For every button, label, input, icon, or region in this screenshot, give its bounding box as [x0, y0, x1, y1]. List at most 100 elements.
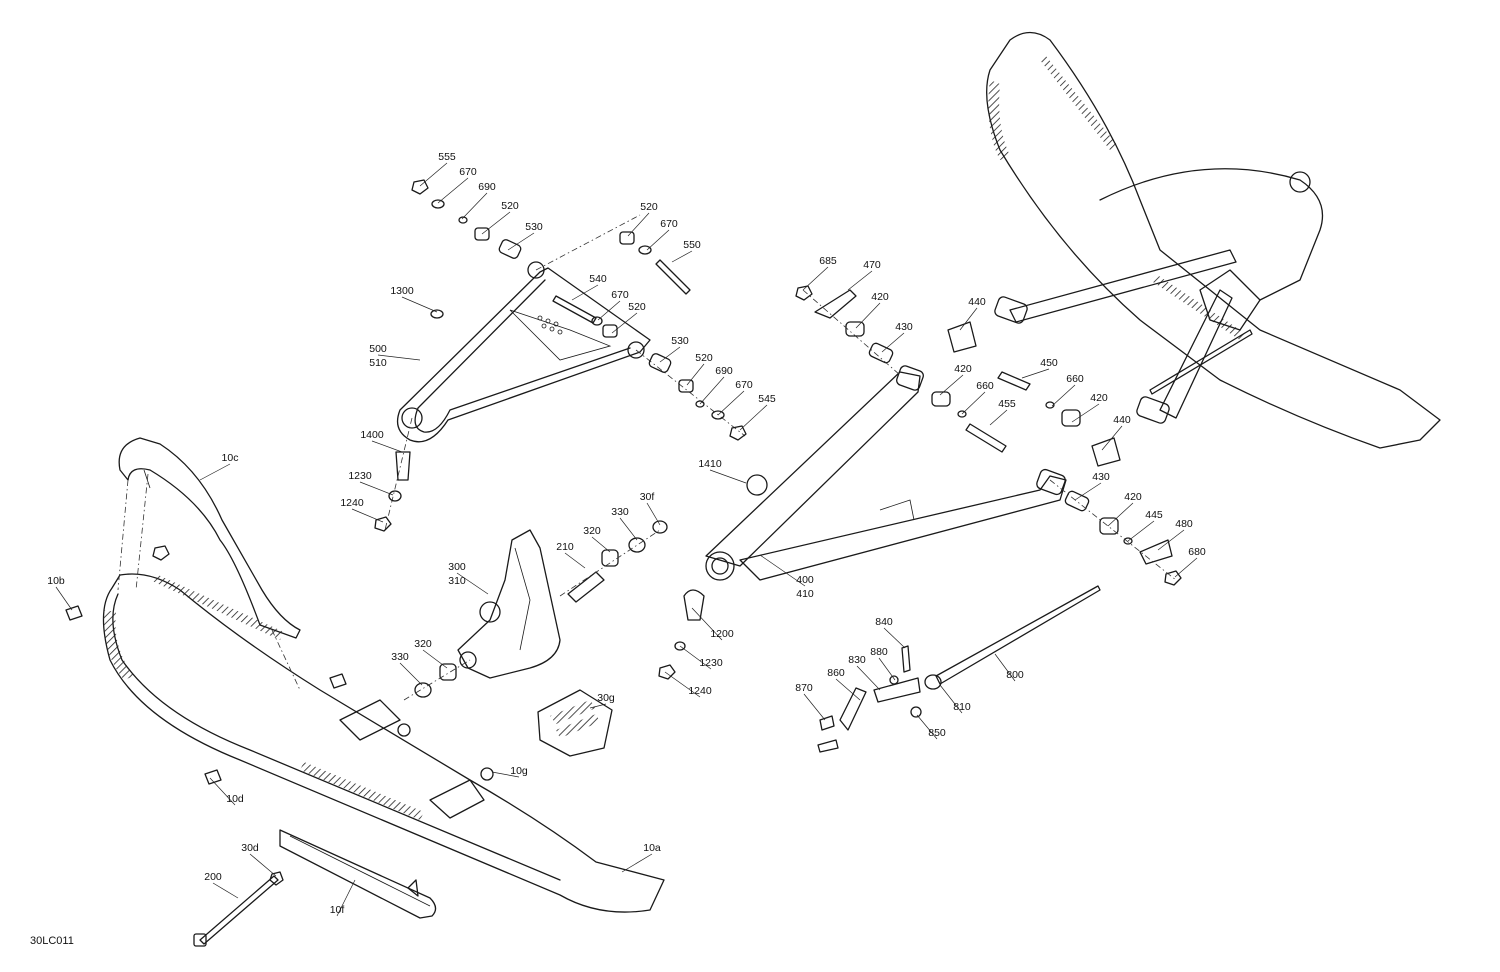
- leader-line-c10d: [209, 777, 236, 806]
- callout-c670d: 670: [735, 379, 753, 391]
- callout-c1300: 1300: [390, 285, 414, 297]
- leader-line-c850: [916, 714, 938, 740]
- callout-c30g: 30g: [597, 692, 615, 704]
- leader-line-c30g: [589, 703, 607, 709]
- callout-c445: 445: [1145, 509, 1163, 521]
- callout-c330a: 330: [611, 506, 629, 518]
- callout-c30d: 30d: [241, 842, 259, 854]
- leader-line-c670a: [437, 177, 469, 204]
- callout-c680: 680: [1188, 546, 1206, 558]
- callout-c810: 810: [953, 701, 971, 713]
- callout-c420d: 420: [1124, 491, 1142, 503]
- leader-line-c420b: [939, 374, 964, 396]
- callout-c530a: 530: [525, 221, 543, 233]
- callout-c440a: 440: [968, 296, 986, 308]
- left-ski-hardware: [65, 545, 494, 947]
- callout-c10f: 10f: [330, 904, 345, 916]
- callout-c330b: 330: [391, 651, 409, 663]
- callout-c10a: 10a: [643, 842, 661, 854]
- callout-c670a: 670: [459, 166, 477, 178]
- tie-rod-assembly: [817, 585, 1101, 753]
- callout-c455: 455: [998, 398, 1016, 410]
- callout-c200: 200: [204, 871, 222, 883]
- leader-line-c810: [939, 684, 963, 714]
- callout-c10g: 10g: [510, 765, 528, 777]
- leader-line-c420c: [1071, 403, 1100, 423]
- callout-c690a: 690: [478, 181, 496, 193]
- upper-a-arm: [396, 261, 651, 443]
- leader-line-c10c: [199, 463, 231, 481]
- leader-line-c1240a: [351, 508, 384, 523]
- callout-c880: 880: [870, 646, 888, 658]
- callout-c1410: 1410: [698, 458, 722, 470]
- leader-line-c690a: [461, 192, 488, 220]
- callout-c685: 685: [819, 255, 837, 267]
- leader-line-c690b: [699, 376, 725, 405]
- leader-line-c800: [994, 653, 1016, 682]
- leader-line-c1240b: [664, 671, 701, 698]
- leader-line-c470: [847, 270, 873, 291]
- leader-line-c420d: [1107, 502, 1134, 527]
- leader-line-c520b: [627, 212, 650, 237]
- callout-c520c: 520: [628, 301, 646, 313]
- leader-line-c520d: [686, 363, 705, 386]
- callout-c660b: 660: [1066, 373, 1084, 385]
- callout-c860: 860: [827, 667, 845, 679]
- callout-c1240b: 1240: [688, 685, 712, 697]
- leader-line-c1410: [709, 469, 747, 484]
- callout-c320b: 320: [414, 638, 432, 650]
- leader-line-c1230a: [359, 481, 394, 496]
- leader-line-c1300: [401, 296, 438, 313]
- leader-line-c500: [377, 354, 421, 361]
- leader-line-c430b: [1074, 482, 1102, 501]
- callout-c430b: 430: [1092, 471, 1110, 483]
- callout-c470: 470: [863, 259, 881, 271]
- leader-line-c685: [802, 266, 829, 291]
- leader-line-c680: [1174, 557, 1198, 578]
- callout-c545: 545: [758, 393, 776, 405]
- leader-line-c30d: [249, 853, 277, 877]
- left-ski: [102, 437, 665, 919]
- callout-c870: 870: [795, 682, 813, 694]
- leader-line-c670c: [597, 300, 621, 321]
- callout-c440b: 440: [1113, 414, 1131, 426]
- lower-arm-hardware: [658, 285, 1182, 680]
- callout-c510: 510: [369, 357, 387, 369]
- leader-line-c660a: [961, 391, 986, 415]
- leader-line-c870: [803, 693, 826, 721]
- callout-c520b: 520: [640, 201, 658, 213]
- leader-line-c480: [1157, 529, 1185, 551]
- leader-line-c320a: [591, 536, 611, 553]
- leader-line-c10f: [336, 879, 356, 917]
- leader-line-c10a: [621, 853, 653, 873]
- leader-line-c860: [835, 678, 861, 701]
- leader-line-c520c: [611, 312, 638, 334]
- callout-c430a: 430: [895, 321, 913, 333]
- leader-line-c400: [759, 554, 806, 587]
- leader-line-c210: [564, 552, 586, 569]
- leader-line-c555: [419, 162, 448, 187]
- leader-line-c1200: [691, 607, 723, 641]
- callout-c520d: 520: [695, 352, 713, 364]
- a-arm-holes: [537, 315, 563, 335]
- callout-c410: 410: [796, 588, 814, 600]
- leader-line-c550: [671, 250, 693, 263]
- callout-c530b: 530: [671, 335, 689, 347]
- leader-line-c670d: [717, 390, 745, 416]
- spindle: [457, 529, 561, 679]
- callout-c400: 400: [796, 574, 814, 586]
- callout-c550: 550: [683, 239, 701, 251]
- leader-line-c530a: [507, 232, 535, 251]
- callout-c1400: 1400: [360, 429, 384, 441]
- callout-c480: 480: [1175, 518, 1193, 530]
- leader-line-c880: [878, 657, 896, 681]
- leader-line-c445: [1127, 520, 1155, 542]
- leader-line-c670b: [646, 229, 670, 251]
- callout-c520a: 520: [501, 200, 519, 212]
- callout-c300: 300: [448, 561, 466, 573]
- callout-c30f: 30f: [640, 491, 655, 503]
- leader-line-c830: [856, 665, 881, 691]
- leader-line-c545: [739, 404, 768, 431]
